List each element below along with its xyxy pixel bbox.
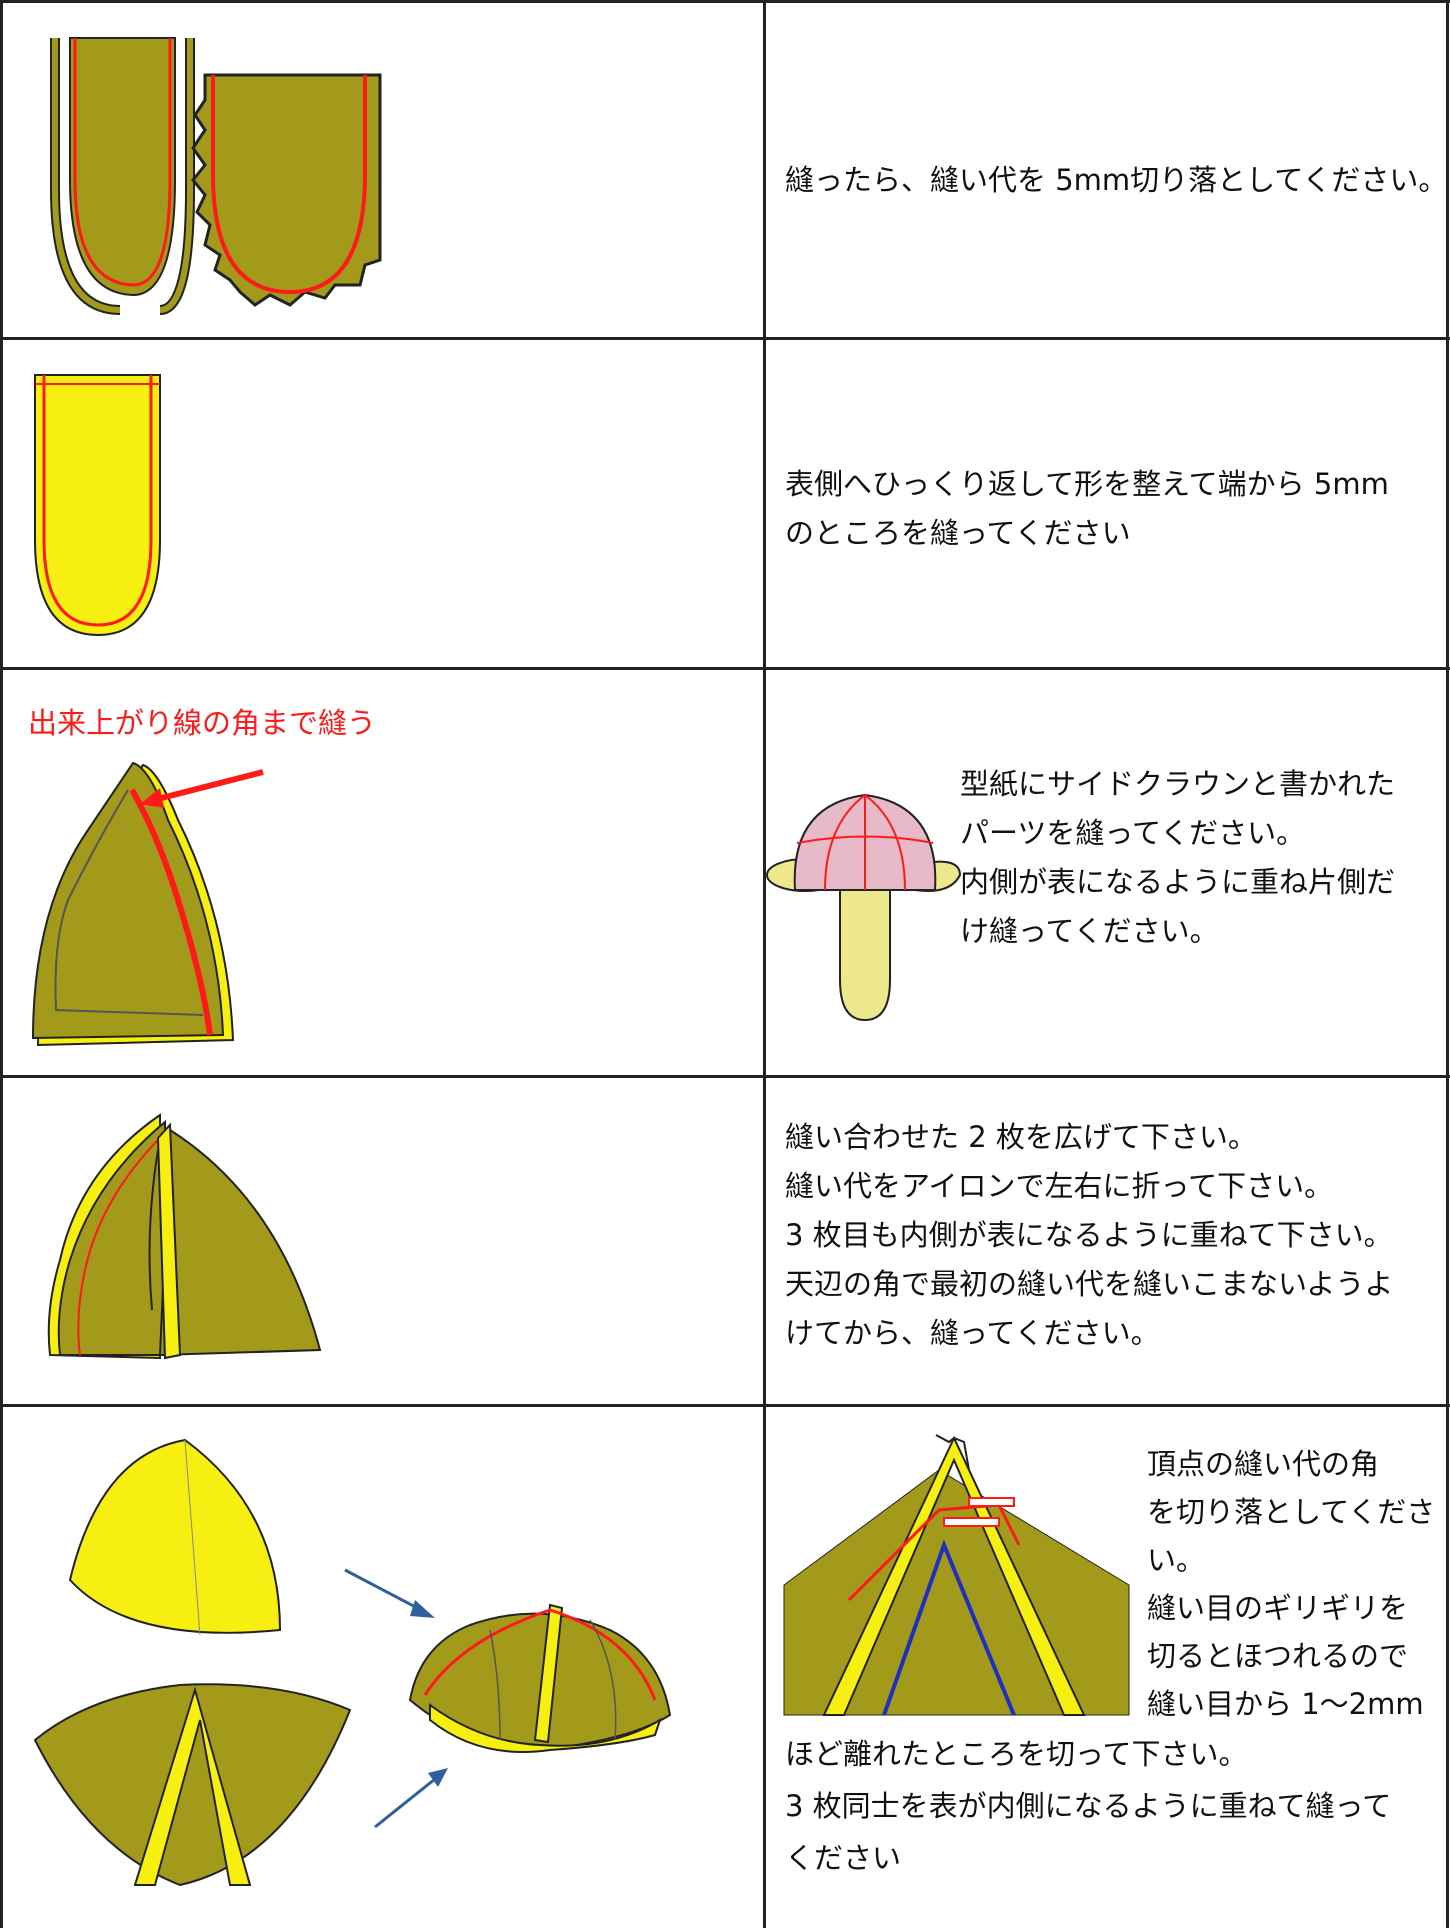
topstitch-illustration	[34, 374, 161, 637]
row-divider	[0, 667, 1450, 670]
row-divider	[0, 1404, 1450, 1407]
right-border	[1446, 0, 1449, 1928]
row-divider	[0, 337, 1450, 340]
apex-instruction-side: 頂点の縫い代の角 を切り落としてくださ い。 縫い目のギリギリを 切るとほつれる…	[1147, 1447, 1436, 1721]
row-divider	[0, 0, 1450, 3]
apex-instruction-below: ほど離れたところを切って下さい。 3 枚同士を表が内側になるように重ねて縫って …	[785, 1737, 1392, 1875]
left-border	[0, 0, 3, 1928]
topstitch-instruction: 表側へひっくり返して形を整えて端から 5mm のところを縫ってください	[785, 467, 1389, 550]
apex-trim-illustration	[783, 1434, 1130, 1716]
side-crown-instruction: 型紙にサイドクラウンと書かれた パーツを縫ってください。 内側が表になるように重…	[960, 767, 1396, 948]
trim-instruction: 縫ったら、縫い代を 5mm切り落としてください。	[785, 163, 1448, 197]
column-divider	[763, 0, 766, 1928]
trim-seam-illustration	[50, 37, 382, 315]
crown-assembly-illustration	[33, 1438, 672, 1887]
side-crown-sewing-illustration	[31, 761, 264, 1047]
row-divider	[0, 1075, 1450, 1078]
sew-to-corner-label: 出来上がり線の角まで縫う	[28, 706, 377, 740]
cap-overview-icon	[766, 793, 962, 1022]
third-panel-instruction: 縫い合わせた 2 枚を広げて下さい。 縫い代をアイロンで左右に折って下さい。 3…	[785, 1120, 1394, 1350]
third-panel-illustration	[47, 1113, 322, 1360]
